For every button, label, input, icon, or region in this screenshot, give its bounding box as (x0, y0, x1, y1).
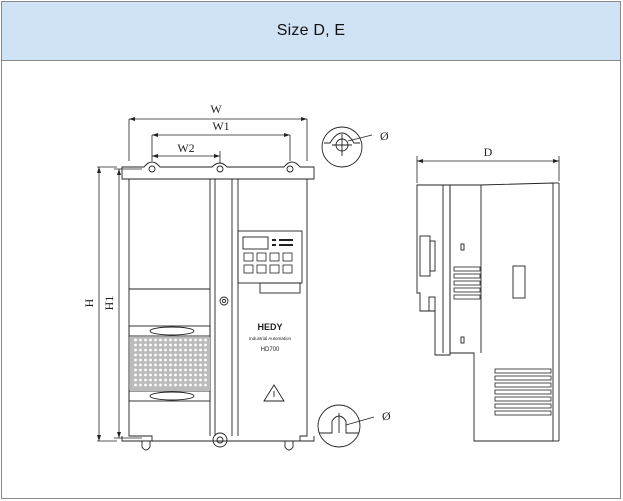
top-middle-mount-hole (216, 165, 224, 173)
dim-w2-label: W2 (177, 141, 194, 155)
size-title: Size D, E (276, 22, 346, 39)
brand-label: HEDY (257, 322, 282, 332)
table-header: Size D, E (2, 2, 620, 61)
upper-cover-handle (149, 326, 195, 336)
drawing-panel: HEDY Industrial Automation HD700 (2, 61, 620, 498)
dim-d-label: D (484, 145, 493, 159)
top-right-mount-hole (286, 165, 294, 173)
side-view (416, 182, 560, 442)
dimension-drawing: HEDY Industrial Automation HD700 (82, 102, 560, 451)
lower-cover-handle (149, 391, 195, 401)
dim-h1-label: H1 (102, 296, 116, 311)
side-vents (453, 266, 552, 416)
top-flange (121, 161, 315, 180)
bottom-mount-hole (212, 432, 228, 448)
dim-h-label: H (82, 298, 96, 307)
top-left-mount-hole (148, 165, 156, 173)
warning-triangle (263, 384, 285, 402)
hole-dia-bottom-label: Ø (382, 409, 391, 423)
brand-subtitle: Industrial Automation (249, 336, 292, 341)
cover-screw (219, 296, 229, 306)
dim-w-label: W (210, 102, 222, 116)
keypad-display (242, 236, 269, 250)
hole-detail-top (321, 126, 373, 168)
hole-dia-top-label: Ø (380, 129, 389, 143)
hole-detail-bottom (317, 404, 375, 448)
dim-w1-label: W1 (212, 119, 229, 133)
keypad-buttons (243, 252, 293, 274)
model-label: HD700 (261, 347, 280, 353)
keypad-connector (259, 282, 301, 294)
front-body-outline (128, 178, 308, 442)
